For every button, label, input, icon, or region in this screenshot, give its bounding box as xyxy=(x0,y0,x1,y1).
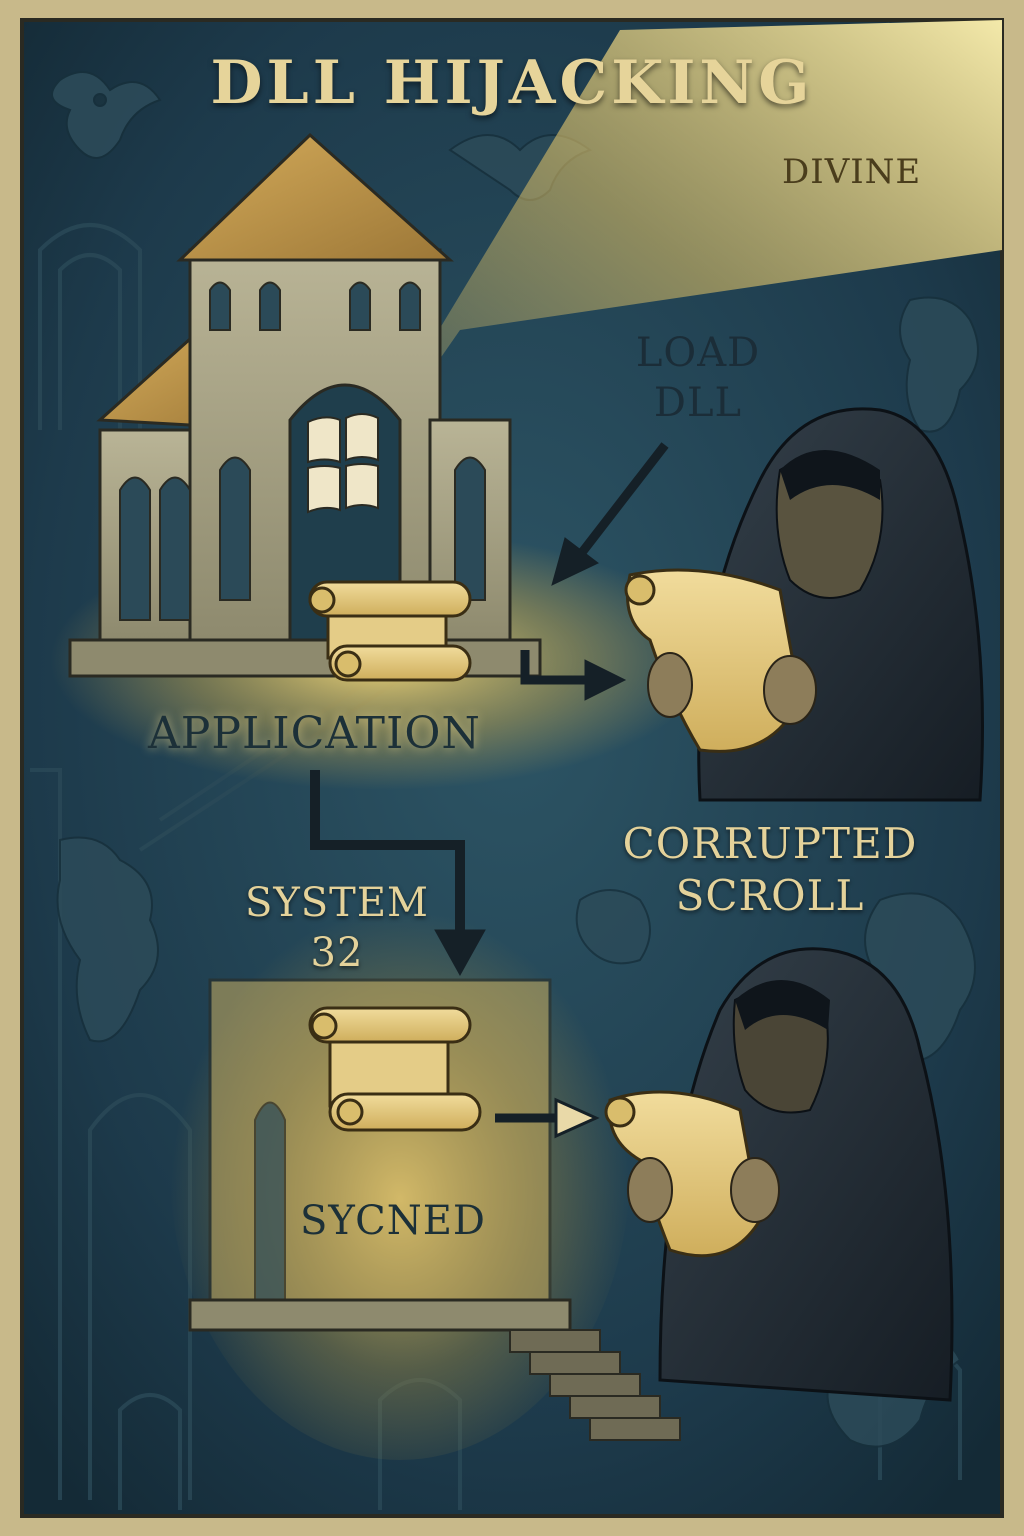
arrow-icon xyxy=(520,650,627,701)
poster-title: DLL HIJACKING xyxy=(210,48,814,118)
scroll-icon xyxy=(604,1090,762,1258)
scroll-icon xyxy=(308,1006,482,1132)
scroll-icon xyxy=(308,580,472,682)
divine-label: DIVINE xyxy=(782,152,922,192)
chapel-application-building xyxy=(68,132,542,678)
gargoyle-icon xyxy=(899,296,979,433)
load-dll-label: LOAD DLL xyxy=(628,328,768,428)
system32-line2: 32 xyxy=(310,930,364,976)
windows-logo-icon xyxy=(307,413,379,514)
hands xyxy=(627,1157,780,1223)
gargoyle-icon xyxy=(56,836,159,1043)
system32-label: SYSTEM 32 xyxy=(242,878,432,978)
arrow-icon xyxy=(310,770,486,977)
corrupted-scroll-label: CORRUPTED SCROLL xyxy=(610,818,930,922)
corrupted-line2: SCROLL xyxy=(675,871,865,920)
load-dll-line2: DLL xyxy=(653,380,743,426)
system32-tower xyxy=(188,978,681,1441)
arrow-icon xyxy=(495,1097,600,1139)
scroll-icon xyxy=(624,568,802,753)
synced-label: SYCNED xyxy=(300,1198,486,1244)
arrow-icon xyxy=(551,442,669,586)
gargoyle-icon xyxy=(575,889,651,965)
system32-line1: SYSTEM xyxy=(244,880,430,926)
hooded-figure-icon xyxy=(658,947,954,1402)
application-label: APPLICATION xyxy=(148,708,481,759)
corrupted-line1: CORRUPTED xyxy=(622,819,918,868)
hands xyxy=(647,652,817,725)
divine-light-beam xyxy=(300,20,1002,560)
gargoyle-icon xyxy=(51,71,162,159)
load-dll-line1: LOAD xyxy=(635,330,761,376)
